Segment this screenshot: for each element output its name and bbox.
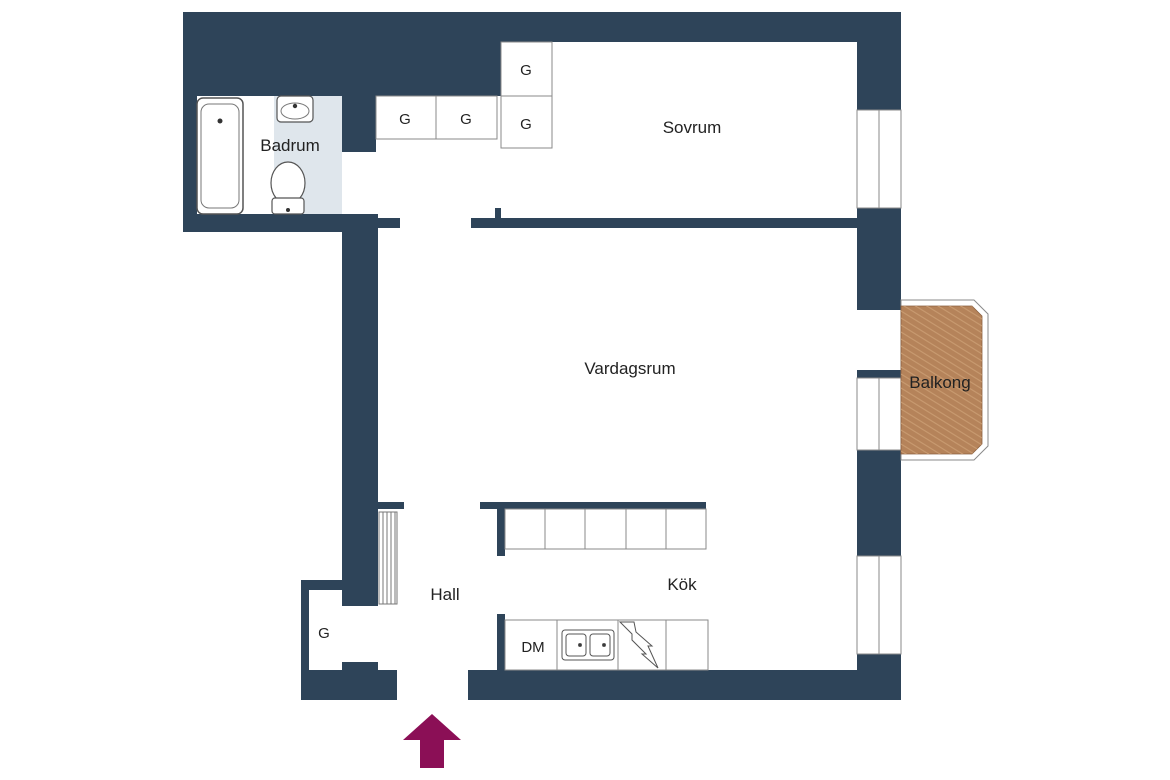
balcony-planks <box>901 206 982 550</box>
balcony-plank <box>901 479 982 529</box>
balcony-plank <box>901 317 982 369</box>
stove-icon <box>618 621 659 669</box>
closet-hall <box>309 590 342 670</box>
balcony <box>900 206 989 550</box>
balcony-plank <box>901 306 982 334</box>
balcony-plank <box>901 359 982 411</box>
balcony-plank <box>901 415 982 454</box>
balcony-plank <box>901 380 982 432</box>
room-label-sovrum: Sovrum <box>663 118 722 137</box>
wall-bottom-left <box>301 670 397 700</box>
wall-closet-left <box>301 580 309 700</box>
balcony-plank <box>901 331 982 383</box>
balcony-plank <box>901 338 982 390</box>
balcony-plank <box>901 234 982 284</box>
balcony-plank <box>901 436 982 454</box>
balcony-plank <box>901 401 982 453</box>
wall-radiator-cap <box>376 502 404 509</box>
balcony-plank <box>901 458 982 508</box>
room-label-kok: Kök <box>667 575 697 594</box>
balcony-plank <box>901 306 982 355</box>
balcony-plank <box>901 306 982 348</box>
balcony-plank <box>901 241 982 291</box>
balcony-plank <box>901 220 982 270</box>
wall-closet-stub <box>342 662 378 672</box>
closet-label: G <box>520 116 532 133</box>
balcony-plank <box>901 306 982 327</box>
balcony-plank <box>901 465 982 515</box>
balcony-plank <box>901 373 982 425</box>
windows <box>856 109 902 655</box>
wall-door-stub-left <box>376 218 400 228</box>
room-label-badrum: Badrum <box>260 136 320 155</box>
balcony-plank <box>901 352 982 404</box>
room-label-balkong: Balkong <box>909 373 970 392</box>
balcony-plank <box>901 500 982 550</box>
wall-right-2 <box>857 208 901 310</box>
wall-counter-end <box>497 502 505 556</box>
balcony-plank <box>901 306 982 320</box>
balcony-plank <box>901 310 982 362</box>
wall-bottom-right <box>468 670 901 700</box>
balcony-plank <box>901 387 982 439</box>
balcony-plank <box>901 206 982 256</box>
room-label-hall: Hall <box>430 585 459 604</box>
walls <box>183 12 901 700</box>
balcony-plank <box>901 213 982 263</box>
bathtub-icon <box>196 97 244 215</box>
closet-label: G <box>318 625 330 642</box>
closets <box>309 41 553 670</box>
wall-left-living <box>342 214 378 606</box>
closet-label: G <box>399 111 411 128</box>
closet-label: G <box>520 62 532 79</box>
sink-icon <box>276 95 314 123</box>
balcony-plank <box>901 429 982 454</box>
wall-left-bath <box>183 12 197 232</box>
wall-balcony-lintel <box>857 370 901 378</box>
closet-bedroom-top <box>500 41 553 97</box>
wall-closet-top <box>301 580 377 590</box>
wall-bath-bottom <box>183 214 377 232</box>
balcony-plank <box>901 366 982 418</box>
entrance-arrow-icon <box>403 714 461 768</box>
wall-top-left-block <box>183 12 503 96</box>
wall-right-1 <box>857 12 901 110</box>
closet-label: G <box>460 111 472 128</box>
radiator-icon <box>378 511 398 605</box>
wall-bath-corridor <box>342 96 376 152</box>
balcony-plank <box>901 408 982 454</box>
wall-counter-top <box>480 502 706 509</box>
wall-bedroom-living <box>471 218 857 228</box>
wall-right-3 <box>857 450 901 556</box>
balcony-plank <box>901 306 982 341</box>
balcony-plank <box>901 486 982 536</box>
balcony-plank <box>901 472 982 522</box>
balcony-plank <box>901 394 982 446</box>
balcony-plank <box>901 248 982 298</box>
balcony-plank <box>901 324 982 376</box>
wall-kitchen-partition <box>497 614 505 672</box>
wall-door-stub-right <box>495 208 501 220</box>
closet-bedroom-bottom <box>500 95 553 149</box>
balcony-plank <box>901 345 982 397</box>
balcony-plank <box>901 493 982 543</box>
balcony-plank <box>901 443 982 454</box>
balcony-plank <box>901 255 982 305</box>
room-label-vardagsrum: Vardagsrum <box>584 359 675 378</box>
toilet-icon <box>270 161 306 215</box>
balcony-plank <box>901 422 982 454</box>
dishwasher-label: DM <box>521 639 544 656</box>
balcony-plank <box>901 227 982 277</box>
kitchen-sink-icon <box>561 629 615 661</box>
kitchen-upper-counter <box>504 508 707 550</box>
